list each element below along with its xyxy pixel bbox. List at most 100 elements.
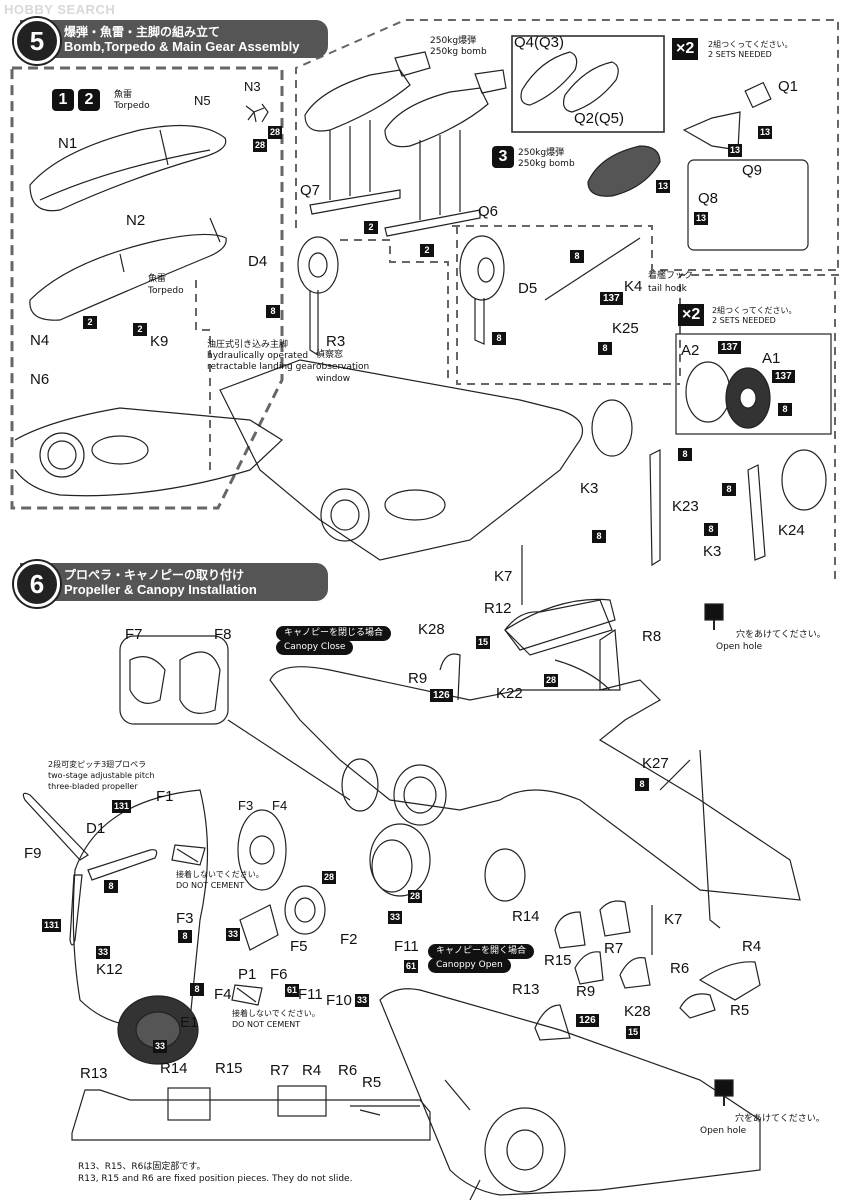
part-N1: N1 (58, 135, 78, 152)
part-R14: R14 (512, 908, 540, 925)
part-F1: F1 (156, 788, 174, 805)
dnc-jp: 接着しないでください。 (176, 870, 264, 879)
bottom-part-R6: R6 (338, 1062, 358, 1079)
dnc2-en: DO NOT CEMENT (232, 1020, 301, 1029)
torpedo-en-label: Torpedo (114, 101, 150, 111)
part-F6: F6 (270, 966, 288, 983)
part-N5: N5 (194, 93, 211, 108)
torpedo-jp-label: 魚雷 (114, 90, 133, 100)
bottom-part-R13: R13 (80, 1065, 108, 1082)
q-parts-box (511, 35, 665, 133)
part-E1: E1 (180, 1014, 199, 1031)
count-f5: 28 (322, 871, 337, 884)
count-f10: 33 (355, 994, 370, 1007)
count-f11: 61 (404, 960, 419, 973)
hole2-en: Open hole (700, 1126, 747, 1136)
count-f1: 131 (112, 800, 132, 813)
dnc-en: DO NOT CEMENT (176, 881, 245, 890)
part-K28: K28 (418, 621, 445, 638)
option-mark-2: 2 (78, 89, 100, 111)
part-K9: K9 (150, 333, 169, 350)
count-a1b: 8 (778, 403, 792, 416)
count-n4: 2 (83, 316, 97, 329)
count-q1b: 13 (728, 144, 743, 157)
part-K7b: K7 (664, 911, 683, 928)
part-K25: K25 (612, 320, 639, 337)
count-q1: 13 (758, 126, 773, 139)
count-f3: 8 (178, 930, 192, 943)
count-d4: 8 (266, 305, 280, 318)
part-K23: K23 (672, 498, 699, 515)
count-q6: 2 (420, 244, 434, 257)
part-D4: D4 (248, 253, 268, 270)
hole2-jp: 穴をあけてください。 (735, 1114, 825, 1124)
count-n5: 28 (253, 139, 268, 152)
step5-title-jp: 爆弾・魚雷・主脚の組み立て (64, 25, 221, 39)
option-mark-3: 3 (492, 146, 514, 168)
bomb-group-box (295, 19, 839, 380)
part-Q1: Q1 (778, 78, 799, 95)
option3-en-label: 250kg bomb (518, 159, 575, 169)
canopy-close-label-en: Canopy Close (276, 640, 354, 655)
q8-q9-box (687, 159, 809, 251)
count-f9: 131 (42, 919, 62, 932)
step5-header (20, 20, 328, 58)
count-k12: 33 (96, 946, 111, 959)
part-Q9: Q9 (742, 162, 763, 179)
option-mark-1: 1 (52, 89, 74, 111)
part-F5: F5 (290, 938, 308, 955)
prop-en1: two-stage adjustable pitch (48, 771, 155, 780)
part-R9: R9 (408, 670, 428, 687)
part-F3F4b: F4 (272, 798, 288, 813)
part-R5: R5 (730, 1002, 750, 1019)
canopy-close-label-jp: キャノピーを閉じる場合 (276, 626, 392, 641)
part-D1: D1 (86, 820, 106, 837)
part-F4: F4 (214, 986, 232, 1003)
window-en2: window (316, 374, 351, 384)
count-k25b: 8 (598, 342, 612, 355)
part-K7: K7 (494, 568, 513, 585)
watermark: HOBBY SEARCH (4, 2, 116, 17)
part-N2: N2 (126, 212, 146, 229)
part-Q6: Q6 (478, 203, 499, 220)
fixed-note-en: R13, R15 and R6 are fixed position piece… (78, 1174, 353, 1184)
bottom-part-R14: R14 (160, 1060, 188, 1077)
part-K3a: K3 (580, 480, 599, 497)
count-a2: 137 (718, 341, 741, 354)
part-F3: F3 (176, 910, 194, 927)
count-r9b: 126 (576, 1014, 599, 1027)
step5-title-en: Bomb,Torpedo & Main Gear Assembly (64, 39, 300, 54)
bomb-en-label: 250kg bomb (430, 47, 487, 57)
part-R8: R8 (642, 628, 662, 645)
count-n3: 28 (268, 126, 283, 139)
sets-jp: 2組つくってください。 (708, 40, 793, 49)
part-F10: F10 (326, 992, 352, 1009)
option3-jp-label: 250kg爆弾 (518, 148, 565, 158)
hook-jp: 着艦フック (648, 271, 694, 281)
prop-jp: 2段可変ピッチ3翅プロペラ (48, 760, 147, 769)
window-jp: 偵察窓 (316, 350, 344, 360)
part-K24: K24 (778, 522, 805, 539)
prop-en2: three-bladed propeller (48, 782, 138, 791)
step5-number: 5 (14, 18, 60, 64)
sets-badge: ×2 (672, 38, 699, 60)
torpedo2-jp-label: 魚雷 (148, 274, 167, 284)
step6-title-jp: プロペラ・キャノピーの取り付け (64, 568, 245, 582)
canopy-open-label-jp: キャノピーを開く場合 (428, 944, 535, 959)
part-Q2Q5: Q2(Q5) (574, 110, 625, 127)
part-R13: R13 (512, 981, 540, 998)
count-q7: 2 (364, 221, 378, 234)
count-q8: 13 (694, 212, 709, 225)
count-bomb: 13 (656, 180, 671, 193)
part-F3F4a: F3 (238, 798, 254, 813)
wheel-box (675, 333, 832, 435)
part-K28b: K28 (624, 1003, 651, 1020)
window-en1: observation (316, 362, 370, 372)
part-K4: K4 (624, 278, 643, 295)
count-k23a: 8 (678, 448, 692, 461)
count-ringb: 33 (388, 911, 403, 924)
fixed-note-jp: R13、R15、R6は固定部です。 (78, 1162, 206, 1172)
part-R9b: R9 (576, 983, 596, 1000)
count-k28b: 15 (626, 1026, 641, 1039)
